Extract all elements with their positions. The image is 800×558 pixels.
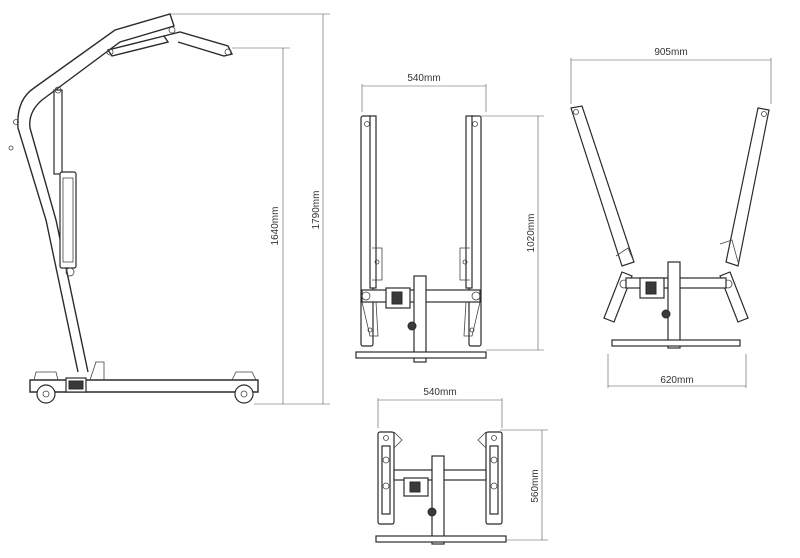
dim-label-560: 560mm [530,469,541,502]
dim-label-620: 620mm [660,375,693,386]
bottom-view [375,398,548,545]
dim-label-bottom-540: 540mm [423,387,456,398]
front-view [355,84,544,363]
spread-view [570,58,772,388]
dim-label-1790: 1790mm [311,191,322,230]
dim-label-1640: 1640mm [270,207,281,246]
dim-label-905: 905mm [654,47,687,58]
dim-label-front-540: 540mm [407,73,440,84]
side-view [8,13,330,405]
dim-label-1020: 1020mm [526,214,537,253]
